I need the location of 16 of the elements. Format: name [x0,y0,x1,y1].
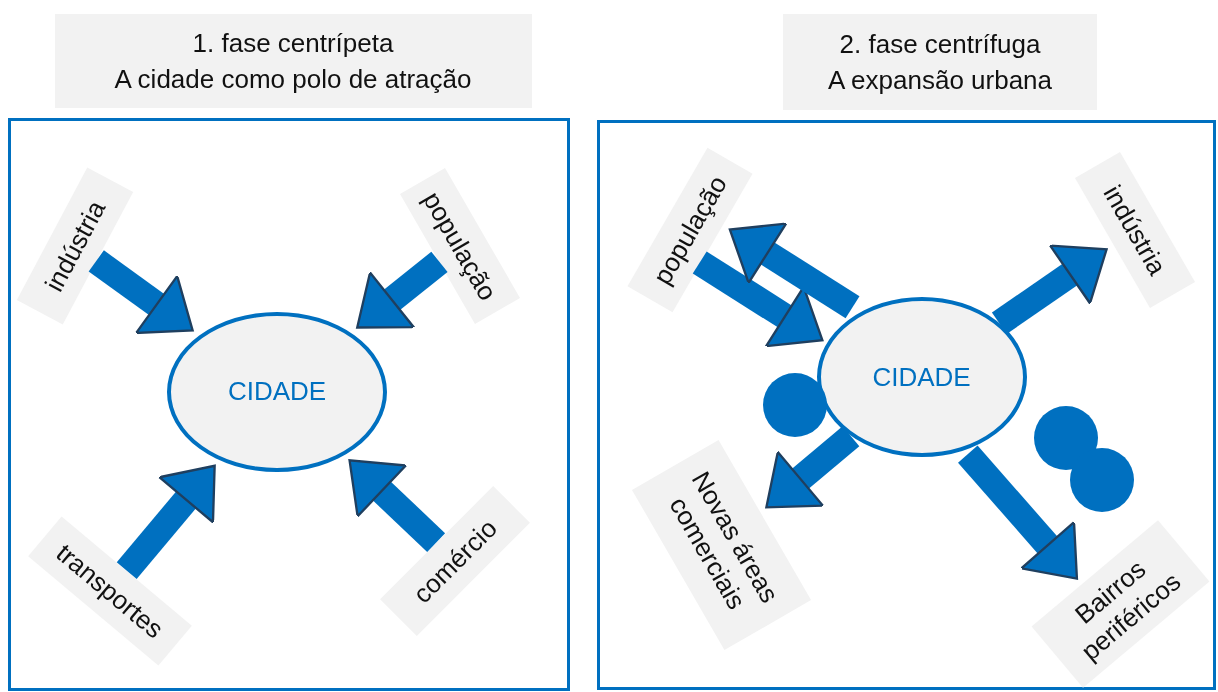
node-text: A expansão urbana [827,64,1053,97]
block-arrow [88,250,194,335]
block-arrow [356,251,448,329]
block-arrow [692,251,824,348]
panel-frame [596,120,1216,690]
block-arrow [991,244,1108,334]
node-text: 1. fase centrípeta [192,27,394,60]
block-arrow [765,426,860,509]
node-text: CIDADE [227,375,327,408]
node-text: A cidade como polo de atração [114,63,472,96]
node-text: CIDADE [872,360,971,394]
block-arrow [116,464,216,579]
block-arrow [728,222,860,319]
block-arrow [348,459,446,553]
node-text: 2. fase centrífuga [839,28,1041,61]
panel-frame [8,117,570,691]
